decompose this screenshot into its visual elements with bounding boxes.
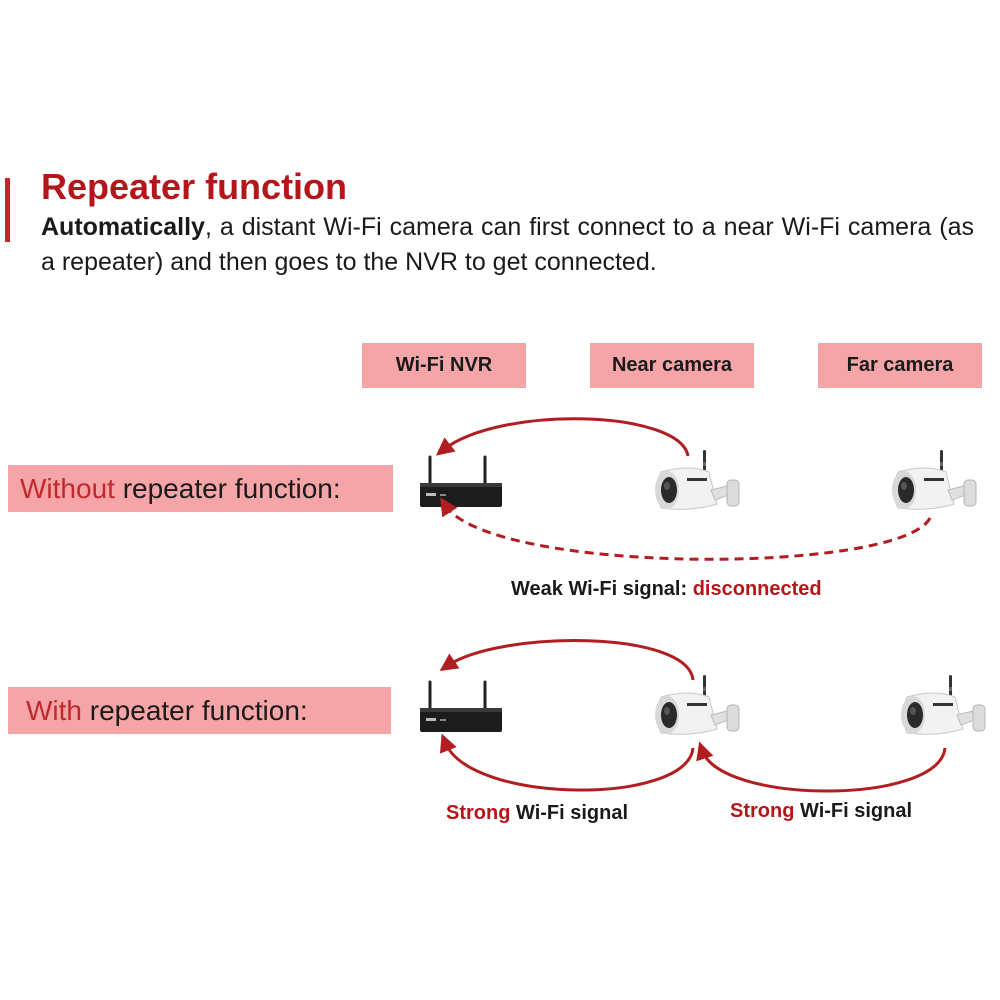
accent-bar [5,178,10,242]
nvr-recorder-icon [418,680,504,734]
dashed-arrow-far-to-nvr [440,497,932,561]
caption-strong-far-accent: Strong [730,800,795,822]
caption-weak-signal: Weak Wi-Fi signal: disconnected [511,578,822,601]
caption-strong-nvr: Strong Wi-Fi signal [446,802,628,825]
header-far-camera: Far camera [818,343,982,388]
bullet-camera-icon [900,674,986,735]
row-label-with: With repeater function: [8,687,391,734]
connection-arrow-far-to-near [696,741,947,793]
caption-weak-status: disconnected [692,578,822,600]
bullet-camera-icon [891,449,977,510]
caption-strong-far: Strong Wi-Fi signal [730,800,912,823]
header-near-camera: Near camera [590,343,754,388]
page-title: Repeater function [41,166,348,207]
row-label-without-rest: repeater function: [114,472,341,504]
row-label-with-accent: With [26,694,82,726]
row-label-without: Without repeater function: [8,465,393,512]
caption-strong-nvr-rest: Wi-Fi signal [510,802,629,824]
intro-text: Automatically, a distant Wi-Fi camera ca… [41,210,974,280]
row-label-with-rest: repeater function: [82,694,308,726]
bullet-camera-icon [654,449,740,510]
row-label-without-accent: Without [20,472,115,504]
nvr-recorder-icon [418,455,504,509]
intro-bold: Automatically [41,213,205,241]
caption-strong-nvr-accent: Strong [446,802,511,824]
connection-arrow-near-to-nvr [435,417,690,457]
caption-weak-prefix: Weak Wi-Fi signal: [511,578,693,600]
caption-strong-far-rest: Wi-Fi signal [794,800,913,822]
header-wifi-nvr: Wi-Fi NVR [362,343,526,388]
connection-arrow-near-to-nvr [439,639,695,681]
connection-arrow-near-to-nvr-lower [439,733,695,792]
bullet-camera-icon [654,674,740,735]
intro-rest: , a distant Wi-Fi camera can first conne… [41,213,974,276]
